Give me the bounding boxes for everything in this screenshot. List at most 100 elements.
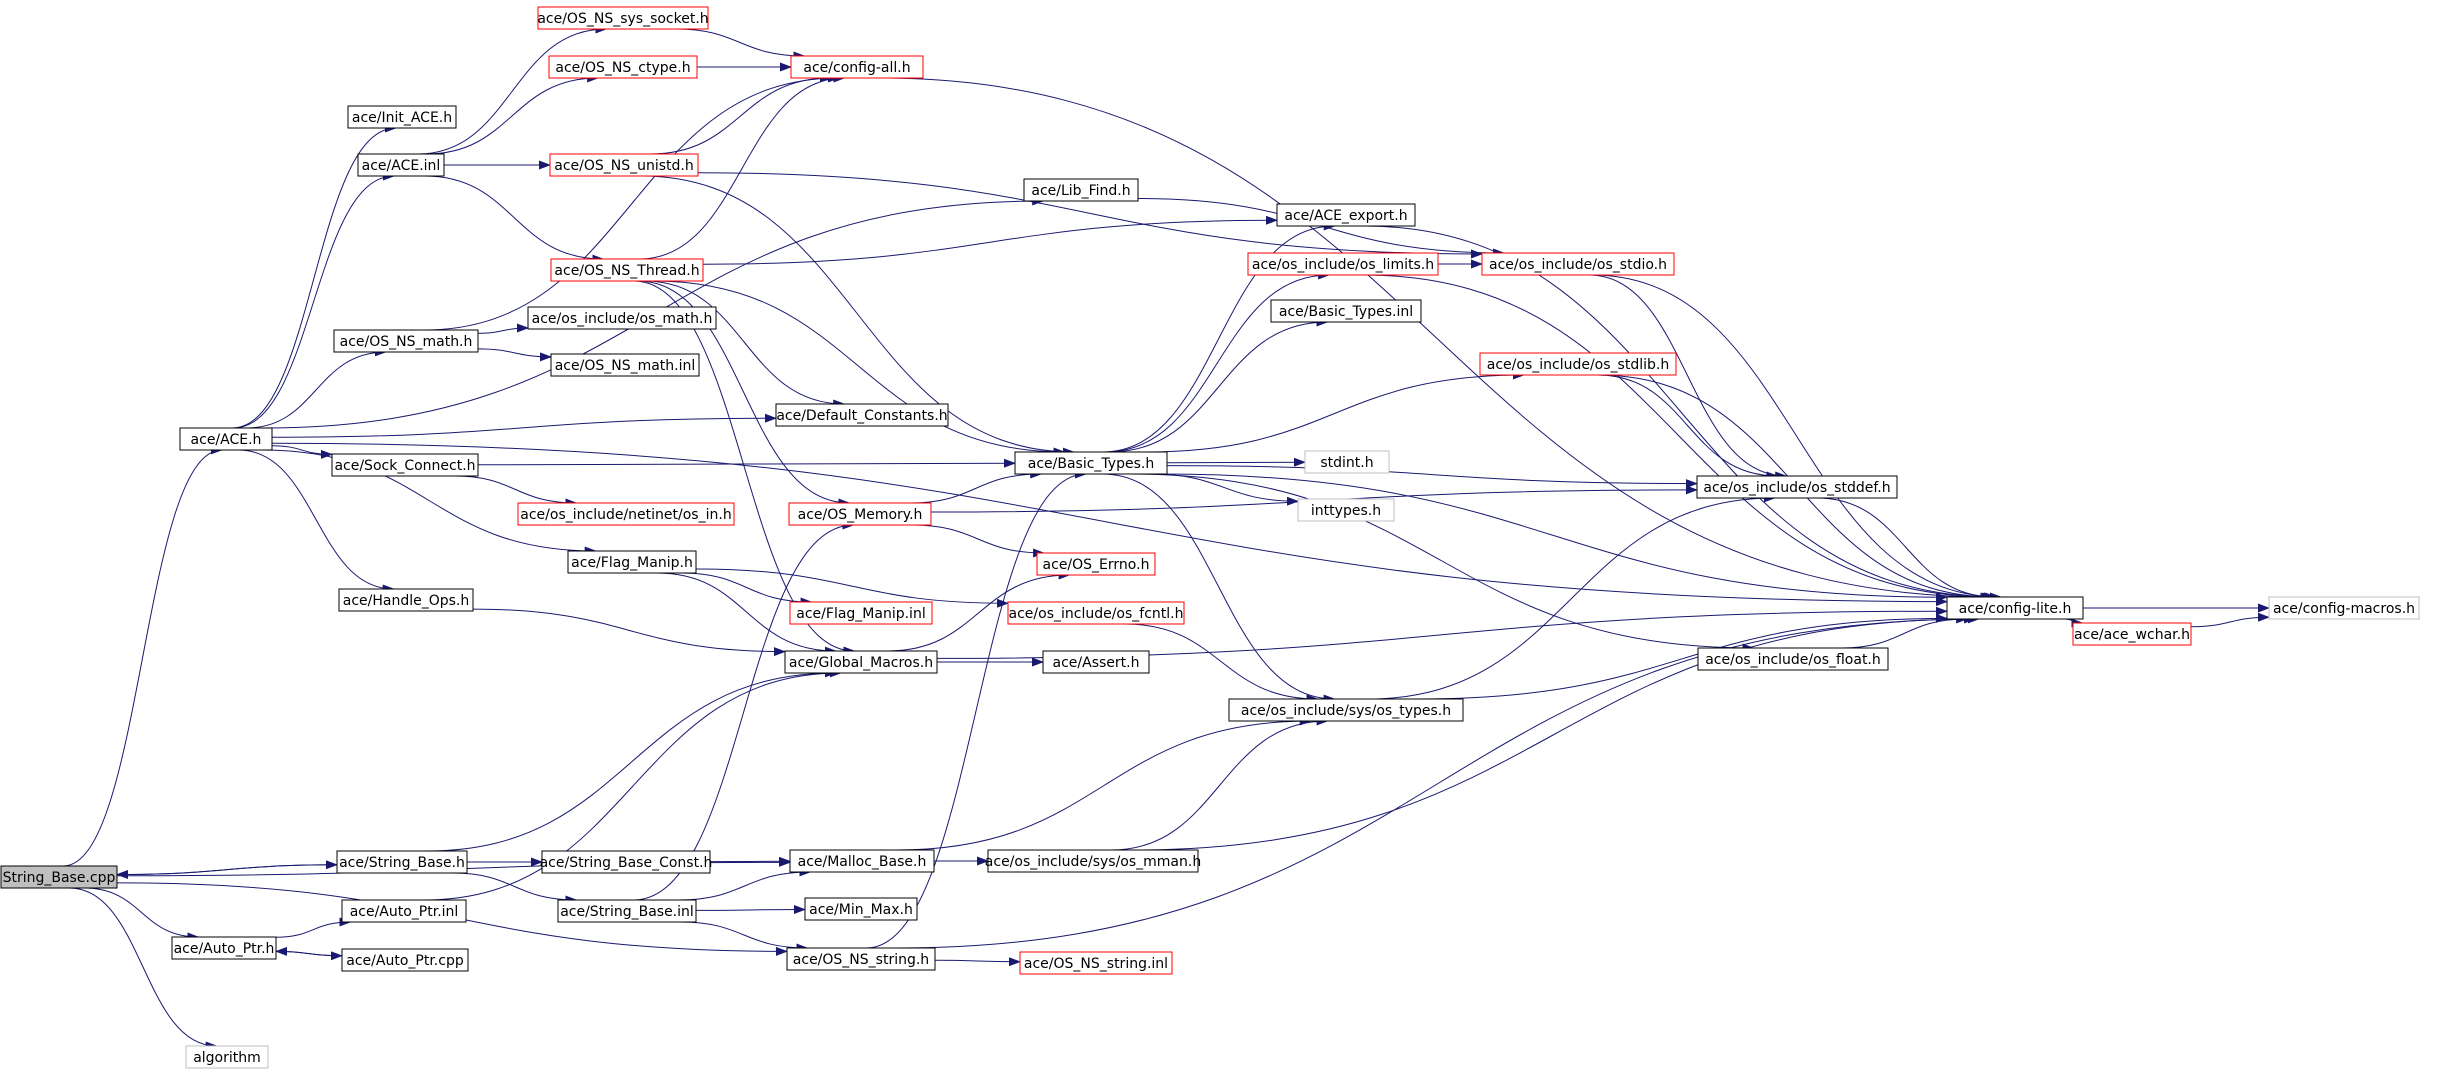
node-box [804,897,918,921]
node-os-ns-string-h[interactable]: ace/OS_NS_string.h [786,947,936,971]
node-label: ace/OS_NS_Thread.h [554,263,699,279]
node-malloc-base-h[interactable]: ace/Malloc_Base.h [789,849,935,873]
edge-os_ns_unistd_h-to-config_all_h [650,73,832,155]
edge-basic_types_h-to-os_stddef_h [1166,465,1698,489]
node-ace-wchar-h[interactable]: ace/ace_wchar.h [2072,622,2192,646]
node-label: ace/String_Base_Const.h [540,855,713,871]
node-box [987,849,1199,873]
edge-os_ns_thread_h-to-config_all_h [639,73,846,260]
edge-flag_manip_h-to-os_fcntl_h [695,568,1009,608]
edge-string_base_cpp-to-auto_ptr_h [84,887,200,942]
node-stdint-h[interactable]: stdint.h [1304,450,1390,474]
node-box [2268,596,2420,620]
node-os-ns-string-inl[interactable]: ace/OS_NS_string.inl [1019,951,1173,975]
node-sock-connect-h[interactable]: ace/Sock_Connect.h [331,453,479,477]
edge-basic_types_h-to-os_stdlib_h [1145,370,1525,453]
node-os-float-h[interactable]: ace/os_include/os_float.h [1697,647,1889,671]
node-os-ns-math-inl[interactable]: ace/OS_NS_math.inl [550,353,700,377]
node-box [1019,951,1173,975]
node-auto-ptr-cpp[interactable]: ace/Auto_Ptr.cpp [341,948,469,972]
node-box [179,427,273,451]
node-box [1481,252,1675,276]
node-label: ace/OS_Memory.h [798,507,923,523]
edge-malloc_base_h-to-os_types_h [897,716,1312,851]
edge-basic_types_h-to-config_lite_h [1161,473,1948,602]
edge-os_float_h-to-config_lite_h [1840,614,1969,649]
edge-basic_types_h-to-ace_export_h [1102,221,1336,453]
node-ace-h[interactable]: ace/ACE.h [179,427,273,451]
node-label: ace/Basic_Types.inl [1279,304,1413,320]
node-os-include-os-math-h[interactable]: ace/os_include/os_math.h [527,306,717,330]
node-os-ns-sys-socket-h[interactable]: ace/OS_NS_sys_socket.h [537,6,709,30]
node-os-in-h[interactable]: ace/os_include/netinet/os_in.h [517,502,735,526]
node-label: ace/os_include/os_math.h [532,311,713,327]
node-os-ns-ctype-h[interactable]: ace/OS_NS_ctype.h [548,55,698,79]
edge-ace_h-to-config_lite_h [271,442,1948,607]
node-label: ace/Malloc_Base.h [798,854,927,870]
node-box [790,55,924,79]
edge-os_ns_string_h-to-config_lite_h [897,614,1980,949]
node-string-base-cpp[interactable]: String_Base.cpp [0,865,118,889]
node-default-constants-h[interactable]: ace/Default_Constants.h [775,403,949,427]
node-string-base-inl[interactable]: ace/String_Base.inl [557,899,697,923]
node-box [1479,352,1677,376]
node-os-memory-h[interactable]: ace/OS_Memory.h [788,502,932,526]
node-box [789,849,935,873]
node-assert-h[interactable]: ace/Assert.h [1042,650,1150,674]
edges-layer [63,24,2270,1051]
node-ace-export-h[interactable]: ace/ACE_export.h [1276,203,1416,227]
edge-ace_wchar_h-to-config_macros_h [2190,612,2270,628]
node-label: ace/Default_Constants.h [776,408,947,424]
node-global-macros-h[interactable]: ace/Global_Macros.h [784,650,938,674]
edge-flag_manip_h-to-flag_manip_inl [681,572,813,607]
node-flag-manip-h[interactable]: ace/Flag_Manip.h [567,550,697,574]
node-os-stdlib-h[interactable]: ace/os_include/os_stdlib.h [1479,352,1677,376]
node-os-ns-math-h[interactable]: ace/OS_NS_math.h [333,329,479,353]
node-os-types-h[interactable]: ace/os_include/sys/os_types.h [1228,698,1464,722]
node-box [517,502,735,526]
edge-os_ns_math_h-to-os_include_os_math_h [477,323,529,334]
node-ace-inl[interactable]: ace/ACE.inl [357,153,445,177]
node-flag-manip-inl[interactable]: ace/Flag_Manip.inl [789,601,933,625]
node-basic-types-inl[interactable]: ace/Basic_Types.inl [1270,299,1422,323]
node-os-mman-h[interactable]: ace/os_include/sys/os_mman.h [985,849,1201,873]
edge-auto_ptr_h-to-auto_ptr_cpp [275,950,343,961]
node-os-limits-h[interactable]: ace/os_include/os_limits.h [1247,252,1439,276]
node-label: ace/OS_NS_sys_socket.h [537,11,708,27]
node-label: ace/OS_Errno.h [1043,557,1150,573]
node-basic-types-h[interactable]: ace/Basic_Types.h [1014,451,1168,475]
node-label: ace/Flag_Manip.h [571,555,693,571]
node-os-errno-h[interactable]: ace/OS_Errno.h [1036,552,1156,576]
node-label: ace/Lib_Find.h [1031,183,1130,199]
node-init-ace-h[interactable]: ace/Init_ACE.h [347,105,457,129]
node-label: ace/os_include/sys/os_mman.h [985,854,1201,870]
edge-string_base_h-to-global_macros_h [427,668,837,852]
node-config-macros-h[interactable]: ace/config-macros.h [2268,596,2420,620]
edge-os_stdio_h-to-config_lite_h [1591,274,2002,602]
node-min-max-h[interactable]: ace/Min_Max.h [804,897,918,921]
node-config-lite-h[interactable]: ace/config-lite.h [1946,596,2084,620]
node-box [1036,552,1156,576]
node-label: ace/Auto_Ptr.h [174,941,275,957]
node-os-ns-unistd-h[interactable]: ace/OS_NS_unistd.h [549,153,699,177]
edge-string_base_cpp-to-algorithm [69,887,218,1051]
edge-os_types_h-to-os_stddef_h [1368,493,1776,700]
node-box [1042,650,1150,674]
edge-string_base_cpp-to-ace_h [63,445,223,867]
edge-os_stdio_h-to-os_stddef_h [1588,274,1788,481]
node-string-base-h[interactable]: ace/String_Base.h [336,850,468,874]
node-os-ns-thread-h[interactable]: ace/OS_NS_Thread.h [550,258,704,282]
node-auto-ptr-h[interactable]: ace/Auto_Ptr.h [171,936,277,960]
node-label: ace/String_Base.h [339,855,465,871]
node-os-fcntl-h[interactable]: ace/os_include/os_fcntl.h [1007,601,1185,625]
node-auto-ptr-inl[interactable]: ace/Auto_Ptr.inl [341,899,467,923]
node-os-stdio-h[interactable]: ace/os_include/os_stdio.h [1481,252,1675,276]
node-handle-ops-h[interactable]: ace/Handle_Ops.h [338,588,474,612]
node-box [541,850,711,874]
node-string-base-const-h[interactable]: ace/String_Base_Const.h [540,850,713,874]
node-algorithm[interactable]: algorithm [185,1045,269,1069]
node-config-all-h[interactable]: ace/config-all.h [790,55,924,79]
node-inttypes-h[interactable]: inttypes.h [1297,498,1395,522]
node-lib-find-h[interactable]: ace/Lib_Find.h [1023,178,1139,202]
node-os-stddef-h[interactable]: ace/os_include/os_stddef.h [1696,475,1898,499]
